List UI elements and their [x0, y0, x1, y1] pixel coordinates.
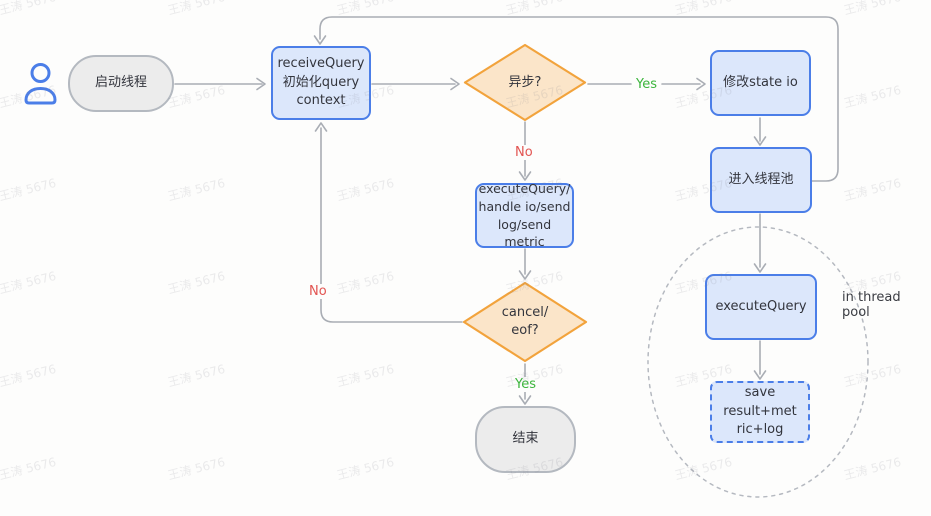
node-receive-query: receiveQuery 初始化query context	[271, 46, 371, 120]
thread-pool-boundary	[647, 226, 869, 498]
edge-cancel-no-to-receive	[314, 122, 463, 323]
edge-label-async-yes: Yes	[632, 77, 661, 92]
node-enter-thread-pool: 进入线程池	[710, 147, 812, 213]
diamond-shape	[462, 281, 588, 363]
node-execute-query-main: executeQuery/ handle io/send log/send me…	[475, 181, 574, 249]
node-start-thread: 启动线程	[68, 55, 174, 112]
node-cancel-eof-decision: cancel/ eof?	[462, 281, 588, 363]
edge-enterpool-loop-to-receive	[313, 16, 839, 182]
decision-label: cancel/ eof?	[501, 305, 549, 338]
edge-start-to-receive	[174, 77, 266, 91]
edge-execute-to-cancel	[518, 248, 532, 280]
decision-label: 异步?	[508, 74, 542, 90]
user-icon	[23, 61, 58, 110]
diamond-shape	[463, 43, 587, 122]
thread-pool-note: in thread pool	[842, 290, 901, 320]
edge-executepool-to-save	[753, 340, 767, 380]
edge-async-yes-to-modify	[587, 77, 706, 91]
edge-modify-to-enterpool	[753, 117, 767, 146]
edge-label-cancel-yes: Yes	[511, 377, 540, 392]
edge-label-cancel-no: No	[305, 284, 331, 299]
node-save-result: save result+met ric+log	[710, 381, 810, 443]
node-modify-state-io: 修改state io	[710, 50, 811, 116]
node-end: 结束	[475, 406, 576, 473]
edge-label-async-no: No	[511, 145, 537, 160]
node-async-decision: 异步?	[463, 43, 587, 122]
edge-enterpool-to-executepool	[753, 213, 767, 273]
edge-receive-to-async	[371, 77, 460, 91]
node-execute-query-pool: executeQuery	[705, 274, 817, 340]
